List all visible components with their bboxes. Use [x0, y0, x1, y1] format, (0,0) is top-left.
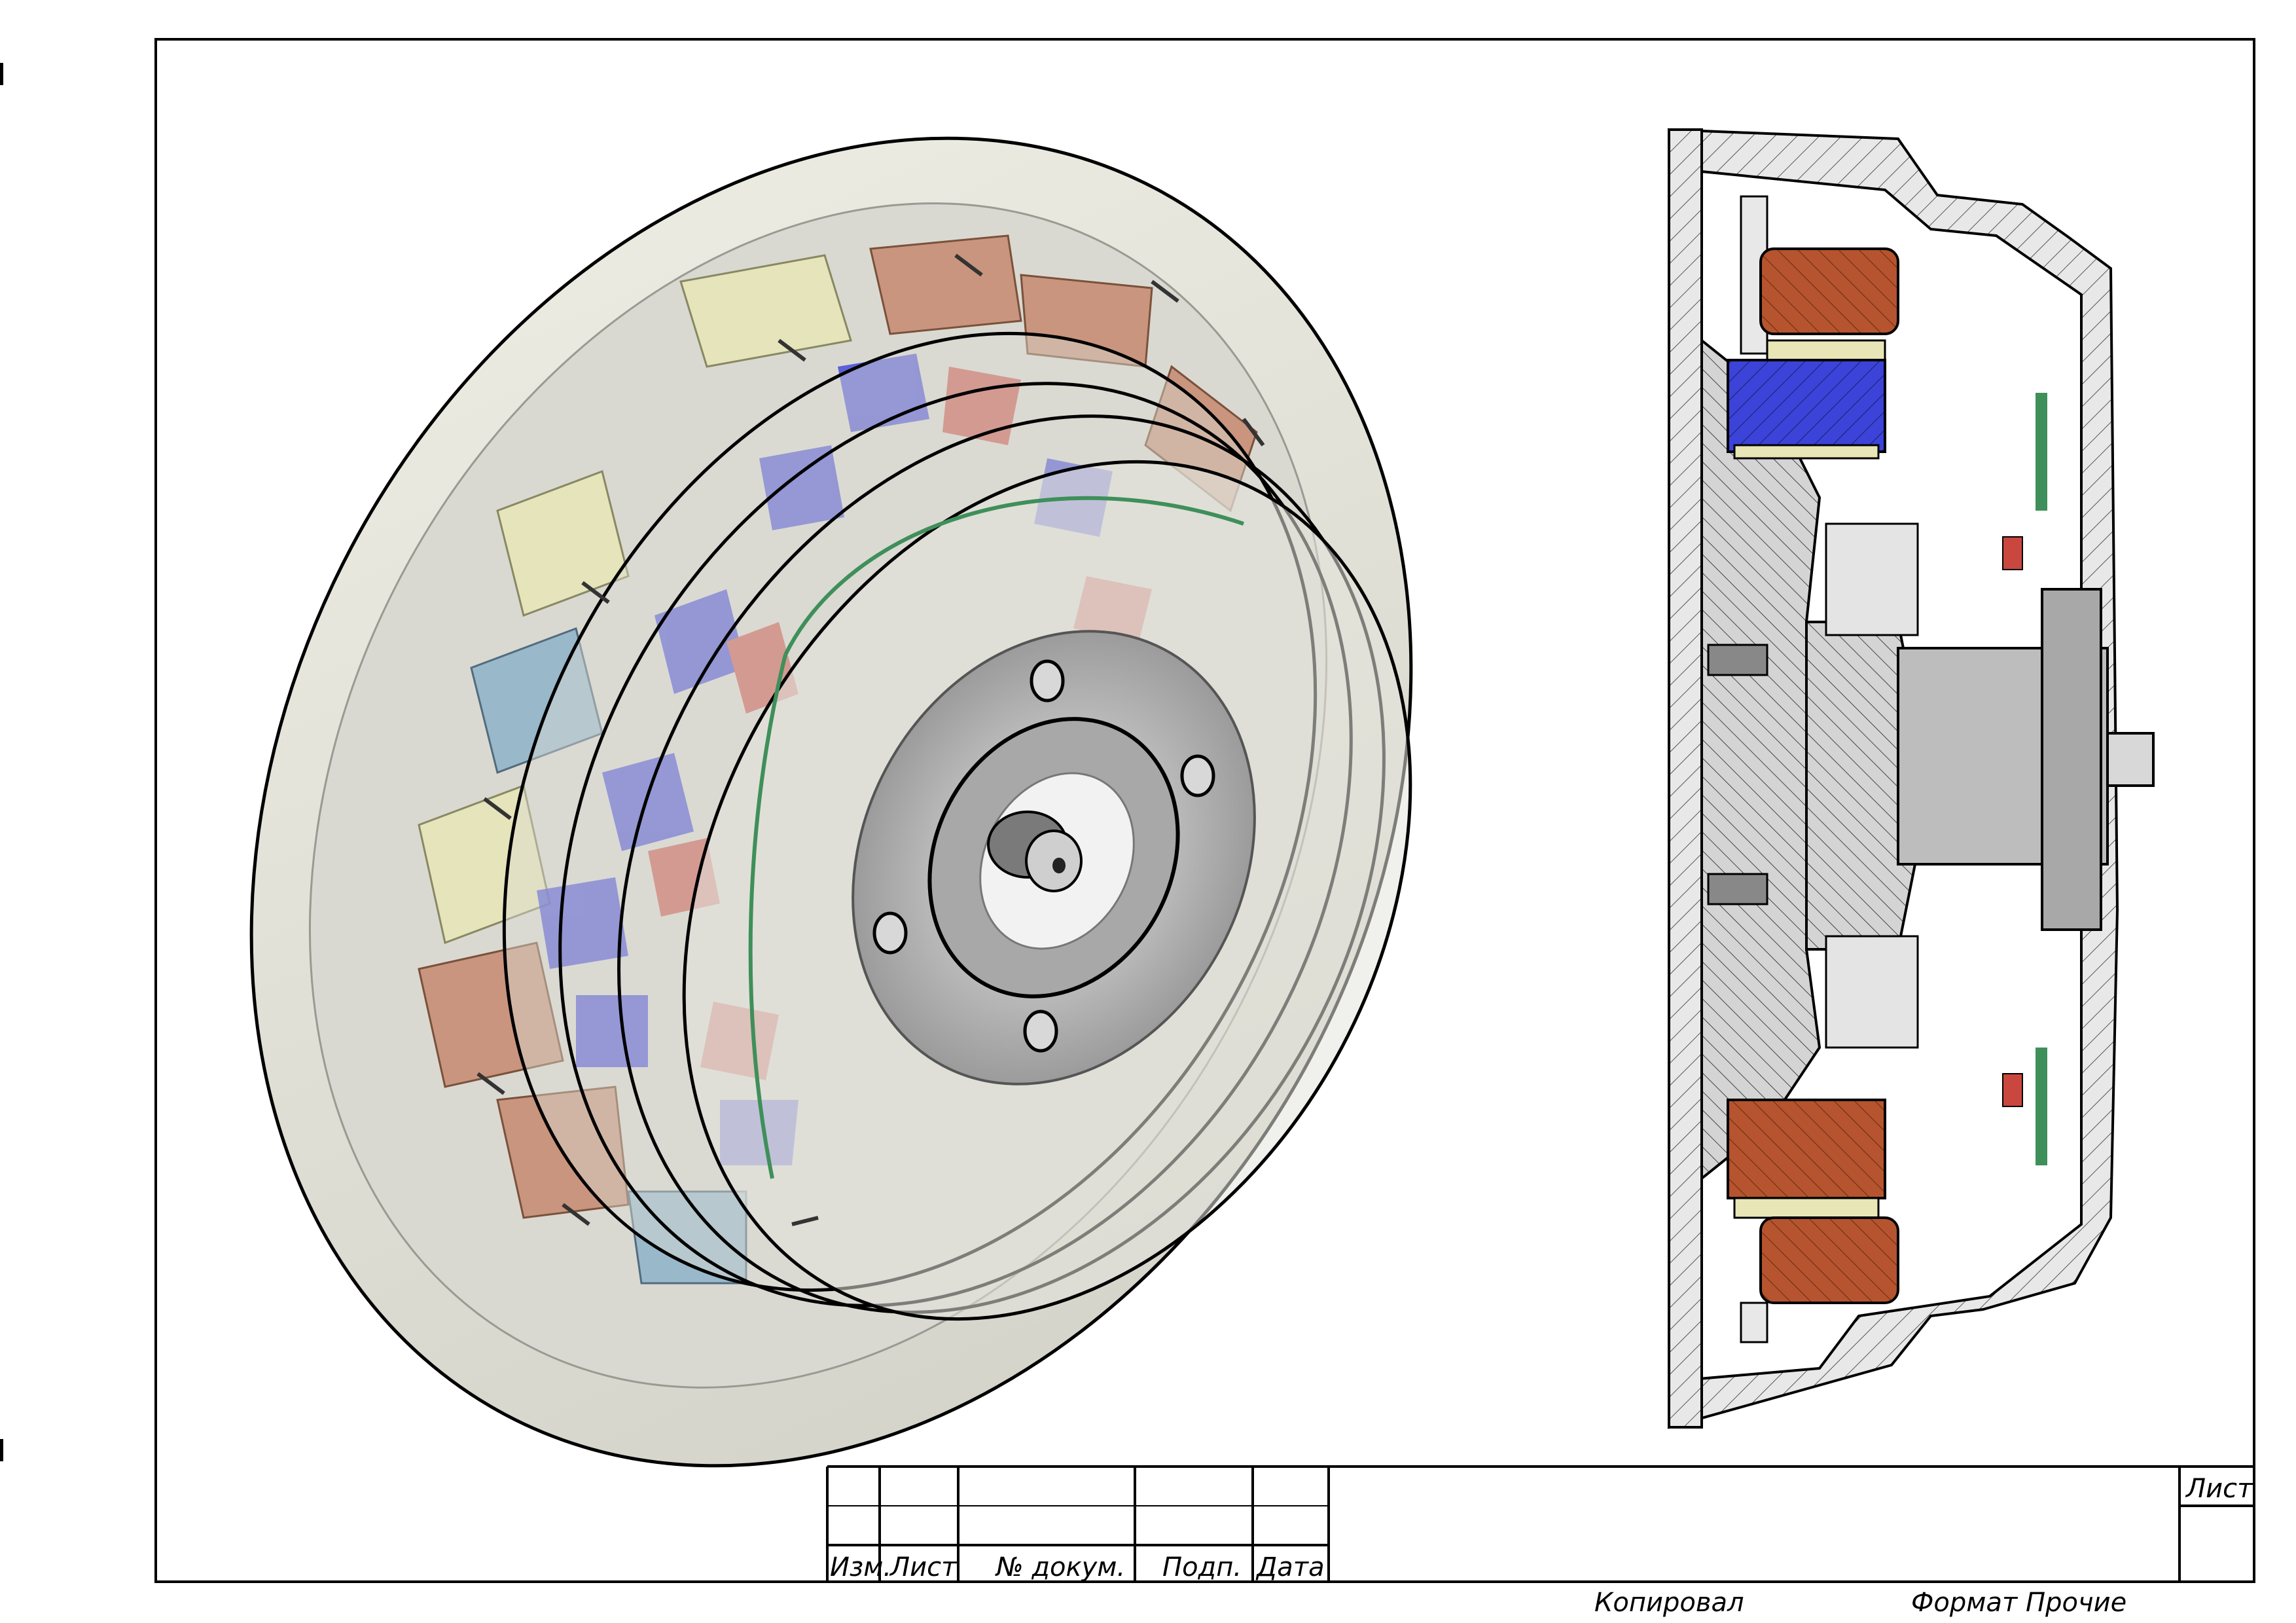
col-list-label: Лист [890, 1552, 957, 1582]
studs [476, 253, 1265, 1226]
col-podp-label: Подп. [1162, 1552, 1242, 1582]
drawing-frame [154, 38, 2255, 1583]
threaded-shaft [987, 811, 1083, 892]
sheet-label: Лист [2186, 1474, 2253, 1504]
stator-bottom [1727, 1099, 1899, 1343]
pcb-section [2036, 393, 2047, 1165]
housing-section [1667, 128, 2119, 1429]
format-label: Формат Прочие [1911, 1588, 2127, 1618]
col-date-label: Дата [1257, 1552, 1325, 1582]
flange-section [1700, 337, 1919, 1182]
shaft-section [1707, 588, 2155, 931]
col-izm-label: Изм. [830, 1552, 892, 1582]
bearings [1825, 522, 2023, 1107]
pcb-trace [748, 496, 1244, 1179]
col-doc-label: № докум. [996, 1552, 1126, 1582]
border-tick-bottom [0, 1439, 3, 1461]
border-tick-top [0, 63, 3, 85]
hub-flange [852, 630, 1256, 1085]
copied-label: Копировал [1594, 1588, 1744, 1618]
stator-top [1727, 195, 1899, 460]
